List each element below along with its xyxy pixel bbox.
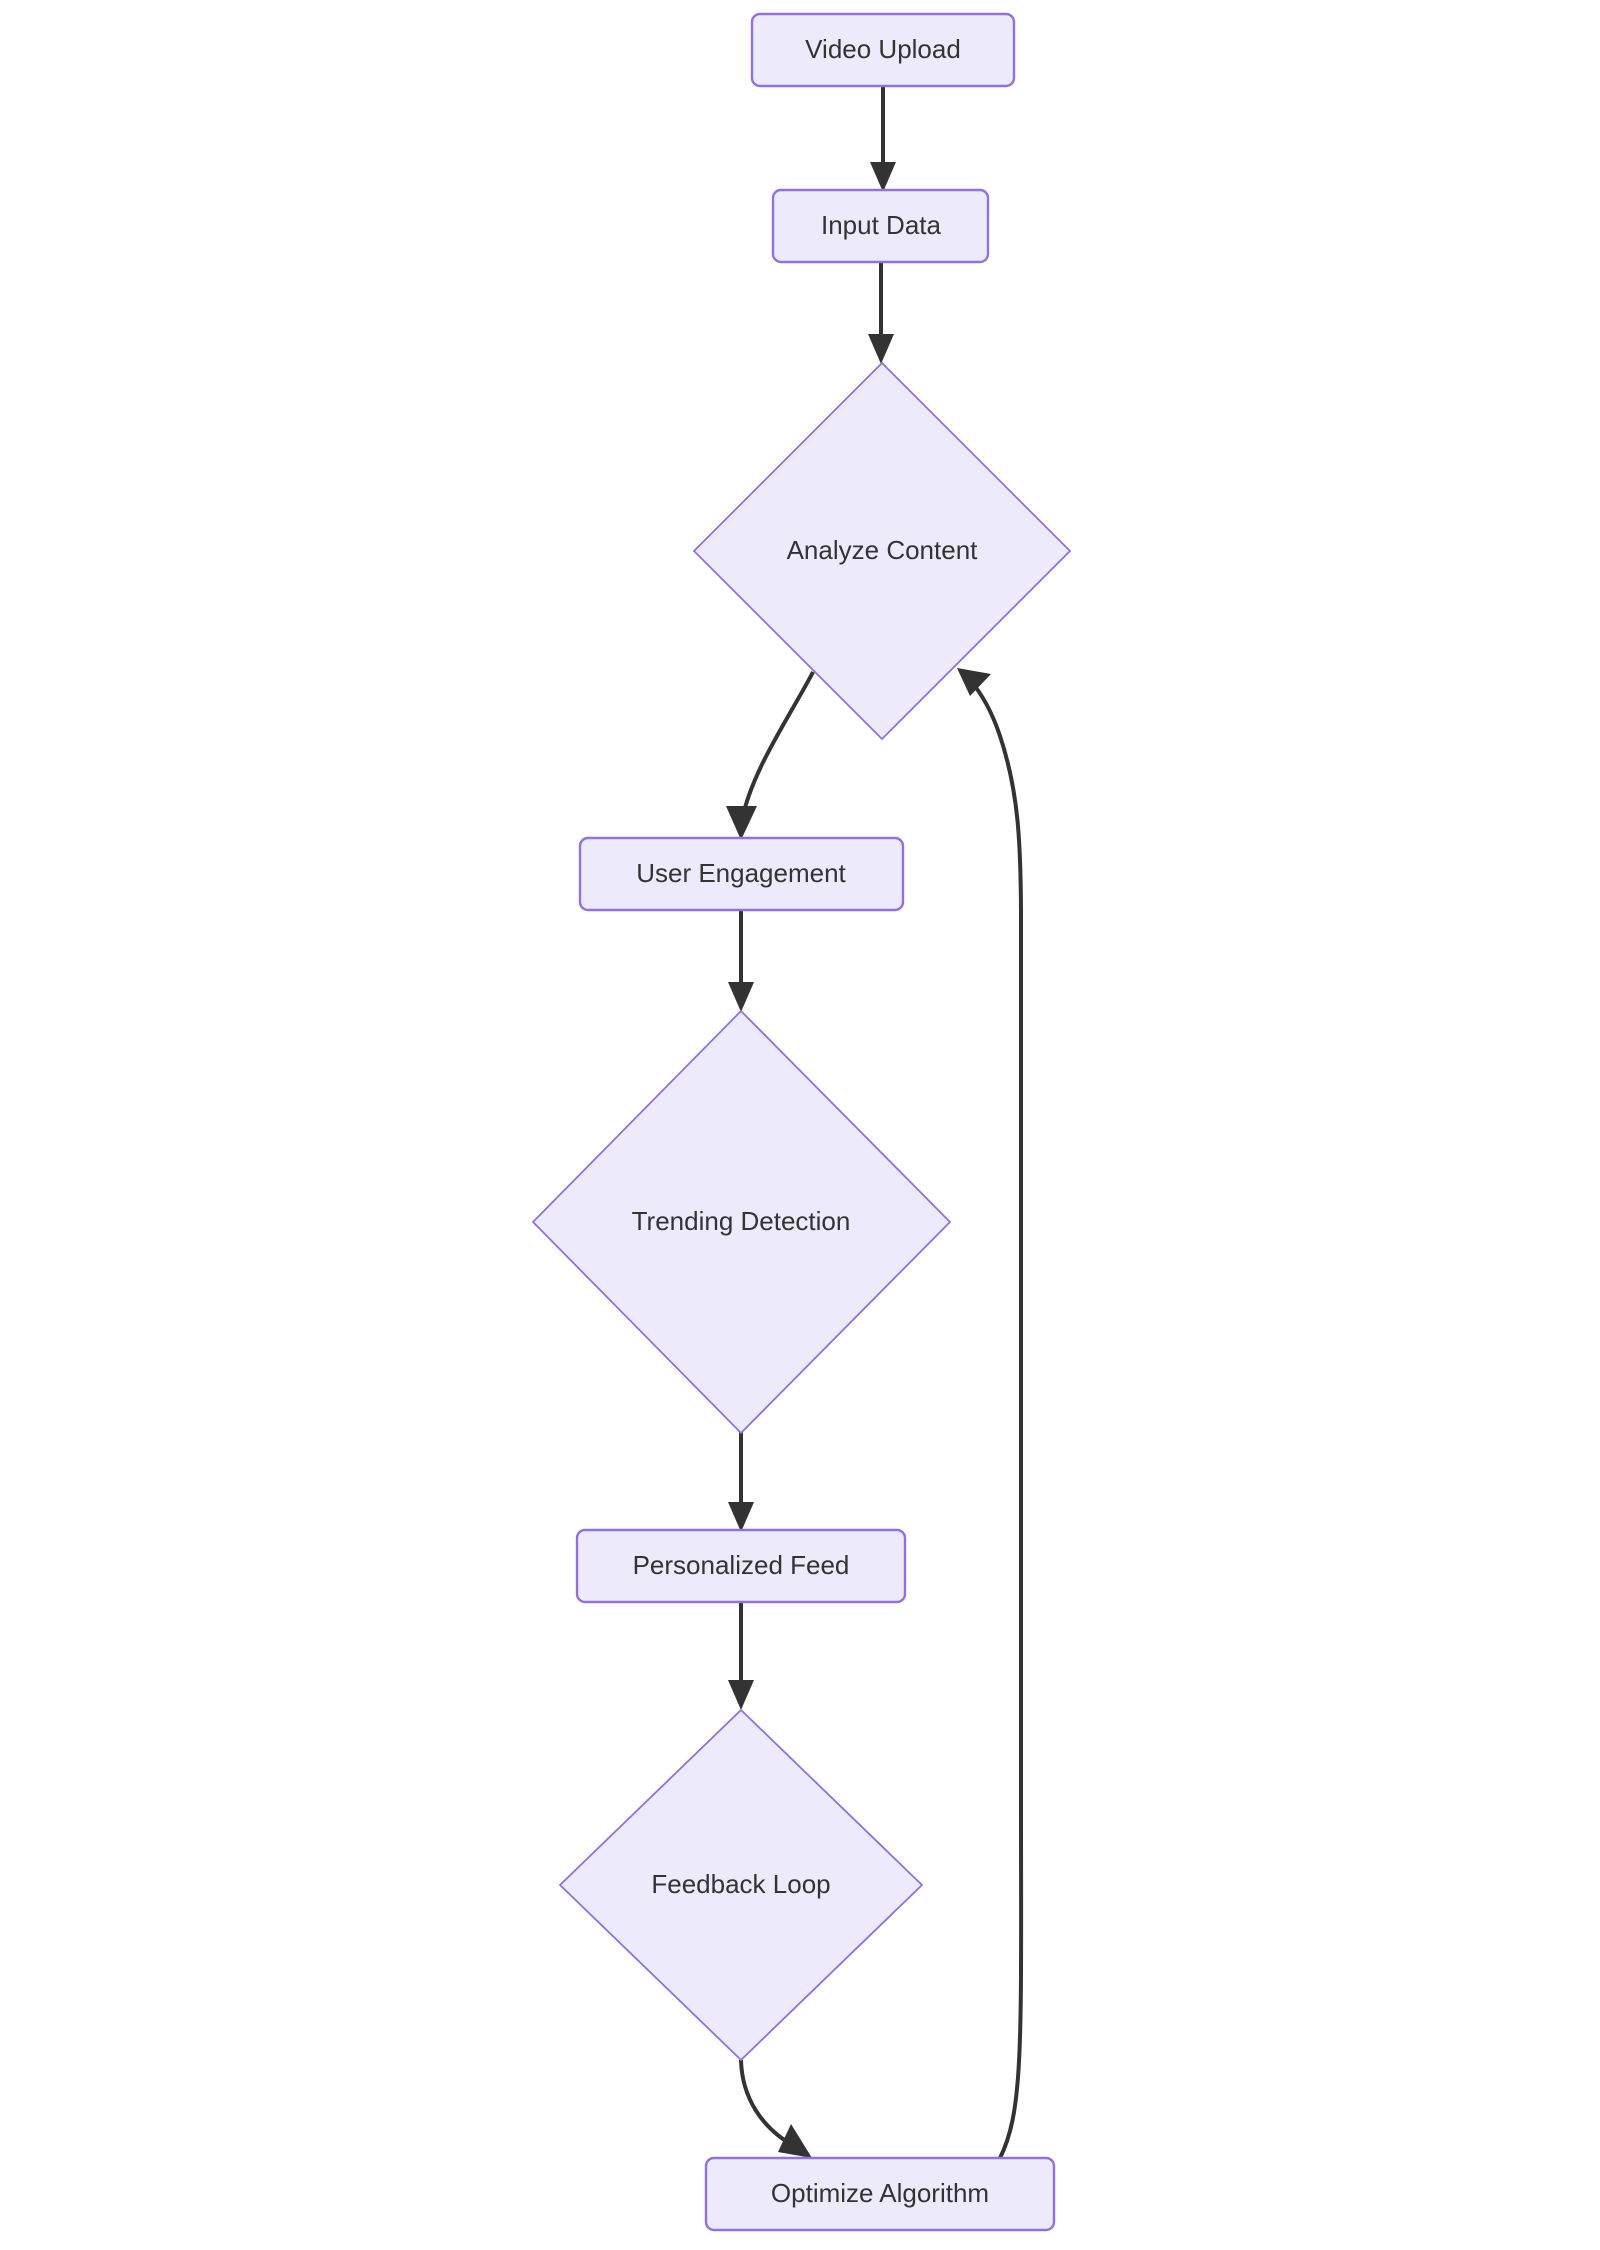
edge-feedback-loop-to-optimize-algorithm bbox=[739, 2059, 812, 2158]
edge-input-data-to-analyze-content bbox=[868, 262, 894, 364]
node-video-upload-shape[interactable] bbox=[750, 12, 1016, 88]
node-input-data-label: Input Data bbox=[821, 210, 942, 240]
node-feedback-loop[interactable]: Feedback Loop bbox=[558, 1708, 924, 2062]
node-feedback-loop-shape[interactable] bbox=[558, 1708, 924, 2062]
edges-layer bbox=[726, 86, 1024, 2159]
node-personalized-feed[interactable]: Personalized Feed bbox=[575, 1528, 907, 1604]
node-trending-detection[interactable]: Trending Detection bbox=[531, 1009, 952, 1435]
node-personalized-feed-shape[interactable] bbox=[575, 1528, 907, 1604]
node-optimize-algorithm[interactable]: Optimize Algorithm bbox=[704, 2156, 1056, 2232]
arrowhead-icon bbox=[728, 1680, 754, 1710]
node-feedback-loop-label: Feedback Loop bbox=[651, 1869, 830, 1899]
arrowhead-icon bbox=[728, 1502, 754, 1532]
node-video-upload-label: Video Upload bbox=[805, 34, 961, 64]
edge-user-engagement-to-trending-detection bbox=[728, 910, 754, 1012]
node-personalized-feed-label: Personalized Feed bbox=[633, 1550, 850, 1580]
node-input-data-shape[interactable] bbox=[771, 188, 990, 264]
node-analyze-content-label: Analyze Content bbox=[787, 535, 979, 565]
edge-trending-detection-to-personalized-feed bbox=[728, 1432, 754, 1532]
edge-personalized-feed-to-feedback-loop bbox=[728, 1602, 754, 1710]
arrowhead-icon bbox=[870, 162, 896, 192]
node-analyze-content[interactable]: Analyze Content bbox=[692, 361, 1072, 741]
edge-analyze-content-to-user-engagement bbox=[726, 671, 815, 840]
arrowhead-icon bbox=[868, 334, 894, 364]
nodes-layer: Video Upload Input Data Analyze Content … bbox=[531, 12, 1072, 2232]
node-user-engagement[interactable]: User Engagement bbox=[578, 836, 905, 912]
node-video-upload[interactable]: Video Upload bbox=[750, 12, 1016, 88]
node-input-data[interactable]: Input Data bbox=[771, 188, 990, 264]
node-trending-detection-shape[interactable] bbox=[531, 1009, 952, 1435]
node-user-engagement-shape[interactable] bbox=[578, 836, 905, 912]
node-optimize-algorithm-label: Optimize Algorithm bbox=[771, 2178, 989, 2208]
edge-video-upload-to-input-data bbox=[870, 86, 896, 192]
node-optimize-algorithm-shape[interactable] bbox=[704, 2156, 1056, 2232]
node-analyze-content-shape[interactable] bbox=[692, 361, 1072, 741]
node-trending-detection-label: Trending Detection bbox=[632, 1206, 851, 1236]
arrowhead-icon bbox=[778, 2124, 812, 2158]
arrowhead-icon bbox=[726, 806, 757, 840]
arrowhead-icon bbox=[728, 982, 754, 1012]
node-user-engagement-label: User Engagement bbox=[636, 858, 846, 888]
edge-optimize-algorithm-to-analyze-content bbox=[957, 668, 1024, 2159]
arrowhead-icon bbox=[957, 668, 991, 696]
